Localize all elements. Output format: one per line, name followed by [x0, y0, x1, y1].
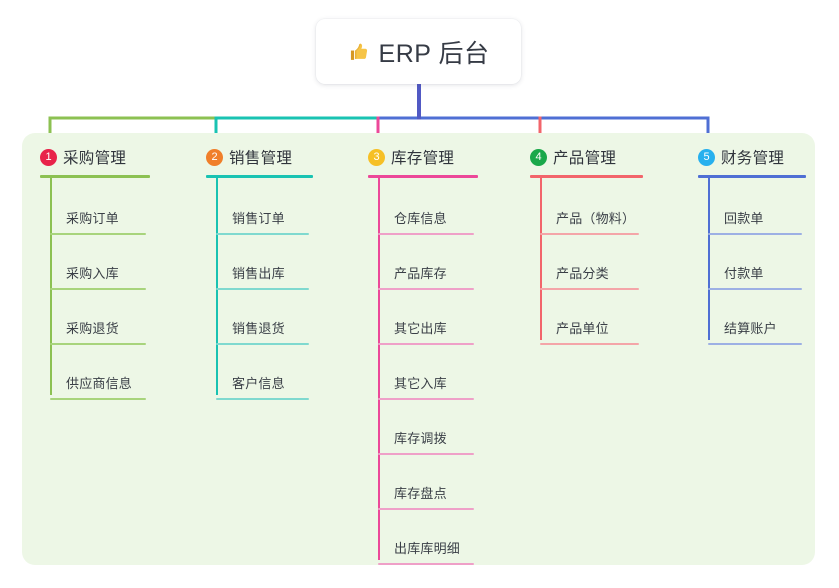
branch-item-label: 采购入库 — [66, 266, 119, 281]
branch-item-rule — [216, 233, 309, 235]
branch-title: 库存管理 — [391, 150, 455, 167]
branch-header-rule — [40, 175, 150, 178]
branch-spine — [708, 178, 710, 340]
branch-header-rule — [368, 175, 478, 178]
branch-title: 产品管理 — [553, 150, 617, 167]
branch-number-badge: 5 — [698, 148, 715, 166]
branch-item-rule — [708, 288, 802, 290]
branch-item-label: 其它入库 — [394, 376, 447, 391]
branch-item[interactable]: 仓库信息 — [378, 208, 474, 235]
branch-item-rule — [216, 398, 309, 400]
branch-item-label: 库存盘点 — [394, 486, 447, 501]
branch-item-rule — [378, 563, 474, 565]
root-node[interactable]: ERP 后台 — [316, 19, 521, 84]
branch-item-label: 产品单位 — [556, 321, 609, 336]
branch-item-rule — [50, 288, 146, 290]
branch-item-label: 客户信息 — [232, 376, 285, 391]
branch-item-label: 结算账户 — [724, 321, 777, 336]
branch-header-rule — [698, 175, 806, 178]
branch-item-label: 回款单 — [724, 211, 764, 226]
branch-item[interactable]: 客户信息 — [216, 373, 309, 400]
branch-item-rule — [216, 343, 309, 345]
branch-spine — [378, 178, 380, 560]
branch-column-1: 1 采购管理采购订单采购入库采购退货供应商信息 — [40, 146, 150, 400]
branch-item[interactable]: 库存盘点 — [378, 483, 474, 510]
branch-item-rule — [708, 343, 802, 345]
branch-item[interactable]: 产品分类 — [540, 263, 639, 290]
branch-item-rule — [708, 233, 802, 235]
branch-item-label: 销售出库 — [232, 266, 285, 281]
branch-header-1[interactable]: 1 采购管理 — [40, 146, 150, 168]
branch-item-label: 产品库存 — [394, 266, 447, 281]
branch-item-rule — [378, 343, 474, 345]
branch-item-rule — [216, 288, 309, 290]
branch-item[interactable]: 库存调拨 — [378, 428, 474, 455]
branch-spine — [540, 178, 542, 340]
branch-item-label: 采购退货 — [66, 321, 119, 336]
branch-item-rule — [378, 453, 474, 455]
branch-item[interactable]: 采购订单 — [50, 208, 146, 235]
branch-item[interactable]: 结算账户 — [708, 318, 802, 345]
branch-item[interactable]: 产品（物料） — [540, 208, 639, 235]
branch-item-rule — [378, 288, 474, 290]
branch-item[interactable]: 采购入库 — [50, 263, 146, 290]
branch-item-label: 采购订单 — [66, 211, 119, 226]
branch-item-label: 销售订单 — [232, 211, 285, 226]
branch-item-rule — [378, 233, 474, 235]
branch-item-label: 销售退货 — [232, 321, 285, 336]
branch-spine — [50, 178, 52, 395]
branch-item-label: 供应商信息 — [66, 376, 133, 391]
branches-panel — [22, 133, 815, 565]
branch-item[interactable]: 其它出库 — [378, 318, 474, 345]
branch-column-4: 4 产品管理产品（物料） 产品分类产品单位 — [530, 146, 643, 345]
branch-item[interactable]: 付款单 — [708, 263, 802, 290]
branch-number-badge: 4 — [530, 148, 547, 166]
branch-item-label: 库存调拨 — [394, 431, 447, 446]
branch-item-rule — [50, 343, 146, 345]
branch-item-rule — [540, 343, 639, 345]
branch-item[interactable]: 产品单位 — [540, 318, 639, 345]
branch-item-label: 其它出库 — [394, 321, 447, 336]
branch-item-rule — [378, 398, 474, 400]
branch-item[interactable]: 销售订单 — [216, 208, 309, 235]
branch-item[interactable]: 其它入库 — [378, 373, 474, 400]
branch-item-label: 出库库明细 — [394, 541, 461, 556]
branch-item[interactable]: 销售退货 — [216, 318, 309, 345]
branch-header-3[interactable]: 3 库存管理 — [368, 146, 478, 168]
branch-item-rule — [540, 288, 639, 290]
branch-item-label: 付款单 — [724, 266, 764, 281]
branch-item[interactable]: 销售出库 — [216, 263, 309, 290]
branch-item-label: 产品分类 — [556, 266, 609, 281]
branch-number-badge: 2 — [206, 148, 223, 166]
branch-item-rule — [540, 233, 639, 235]
branch-title: 财务管理 — [721, 150, 785, 167]
branch-title: 采购管理 — [63, 150, 127, 167]
branch-column-2: 2 销售管理销售订单销售出库销售退货客户信息 — [206, 146, 313, 400]
branch-column-5: 5 财务管理回款单付款单结算账户 — [698, 146, 806, 345]
branch-header-2[interactable]: 2 销售管理 — [206, 146, 313, 168]
branch-header-rule — [206, 175, 313, 178]
branch-item-rule — [378, 508, 474, 510]
branch-item[interactable]: 回款单 — [708, 208, 802, 235]
branch-header-4[interactable]: 4 产品管理 — [530, 146, 643, 168]
branch-item-rule — [50, 398, 146, 400]
root-title: ERP 后台 — [378, 39, 490, 68]
branch-item[interactable]: 产品库存 — [378, 263, 474, 290]
branch-item[interactable]: 采购退货 — [50, 318, 146, 345]
branch-number-badge: 3 — [368, 148, 385, 166]
branch-item-label: 产品（物料） — [556, 211, 636, 226]
branch-header-5[interactable]: 5 财务管理 — [698, 146, 806, 168]
branch-spine — [216, 178, 218, 395]
branch-number-badge: 1 — [40, 148, 57, 166]
branch-item-rule — [50, 233, 146, 235]
branch-item-label: 仓库信息 — [394, 211, 447, 226]
branch-title: 销售管理 — [229, 150, 293, 167]
branch-column-3: 3 库存管理仓库信息产品库存其它出库其它入库库存调拨库存盘点出库库明细 — [368, 146, 478, 565]
branch-header-rule — [530, 175, 643, 178]
branch-item[interactable]: 供应商信息 — [50, 373, 146, 400]
branch-item[interactable]: 出库库明细 — [378, 538, 474, 565]
thumbs-up-icon — [348, 41, 370, 63]
